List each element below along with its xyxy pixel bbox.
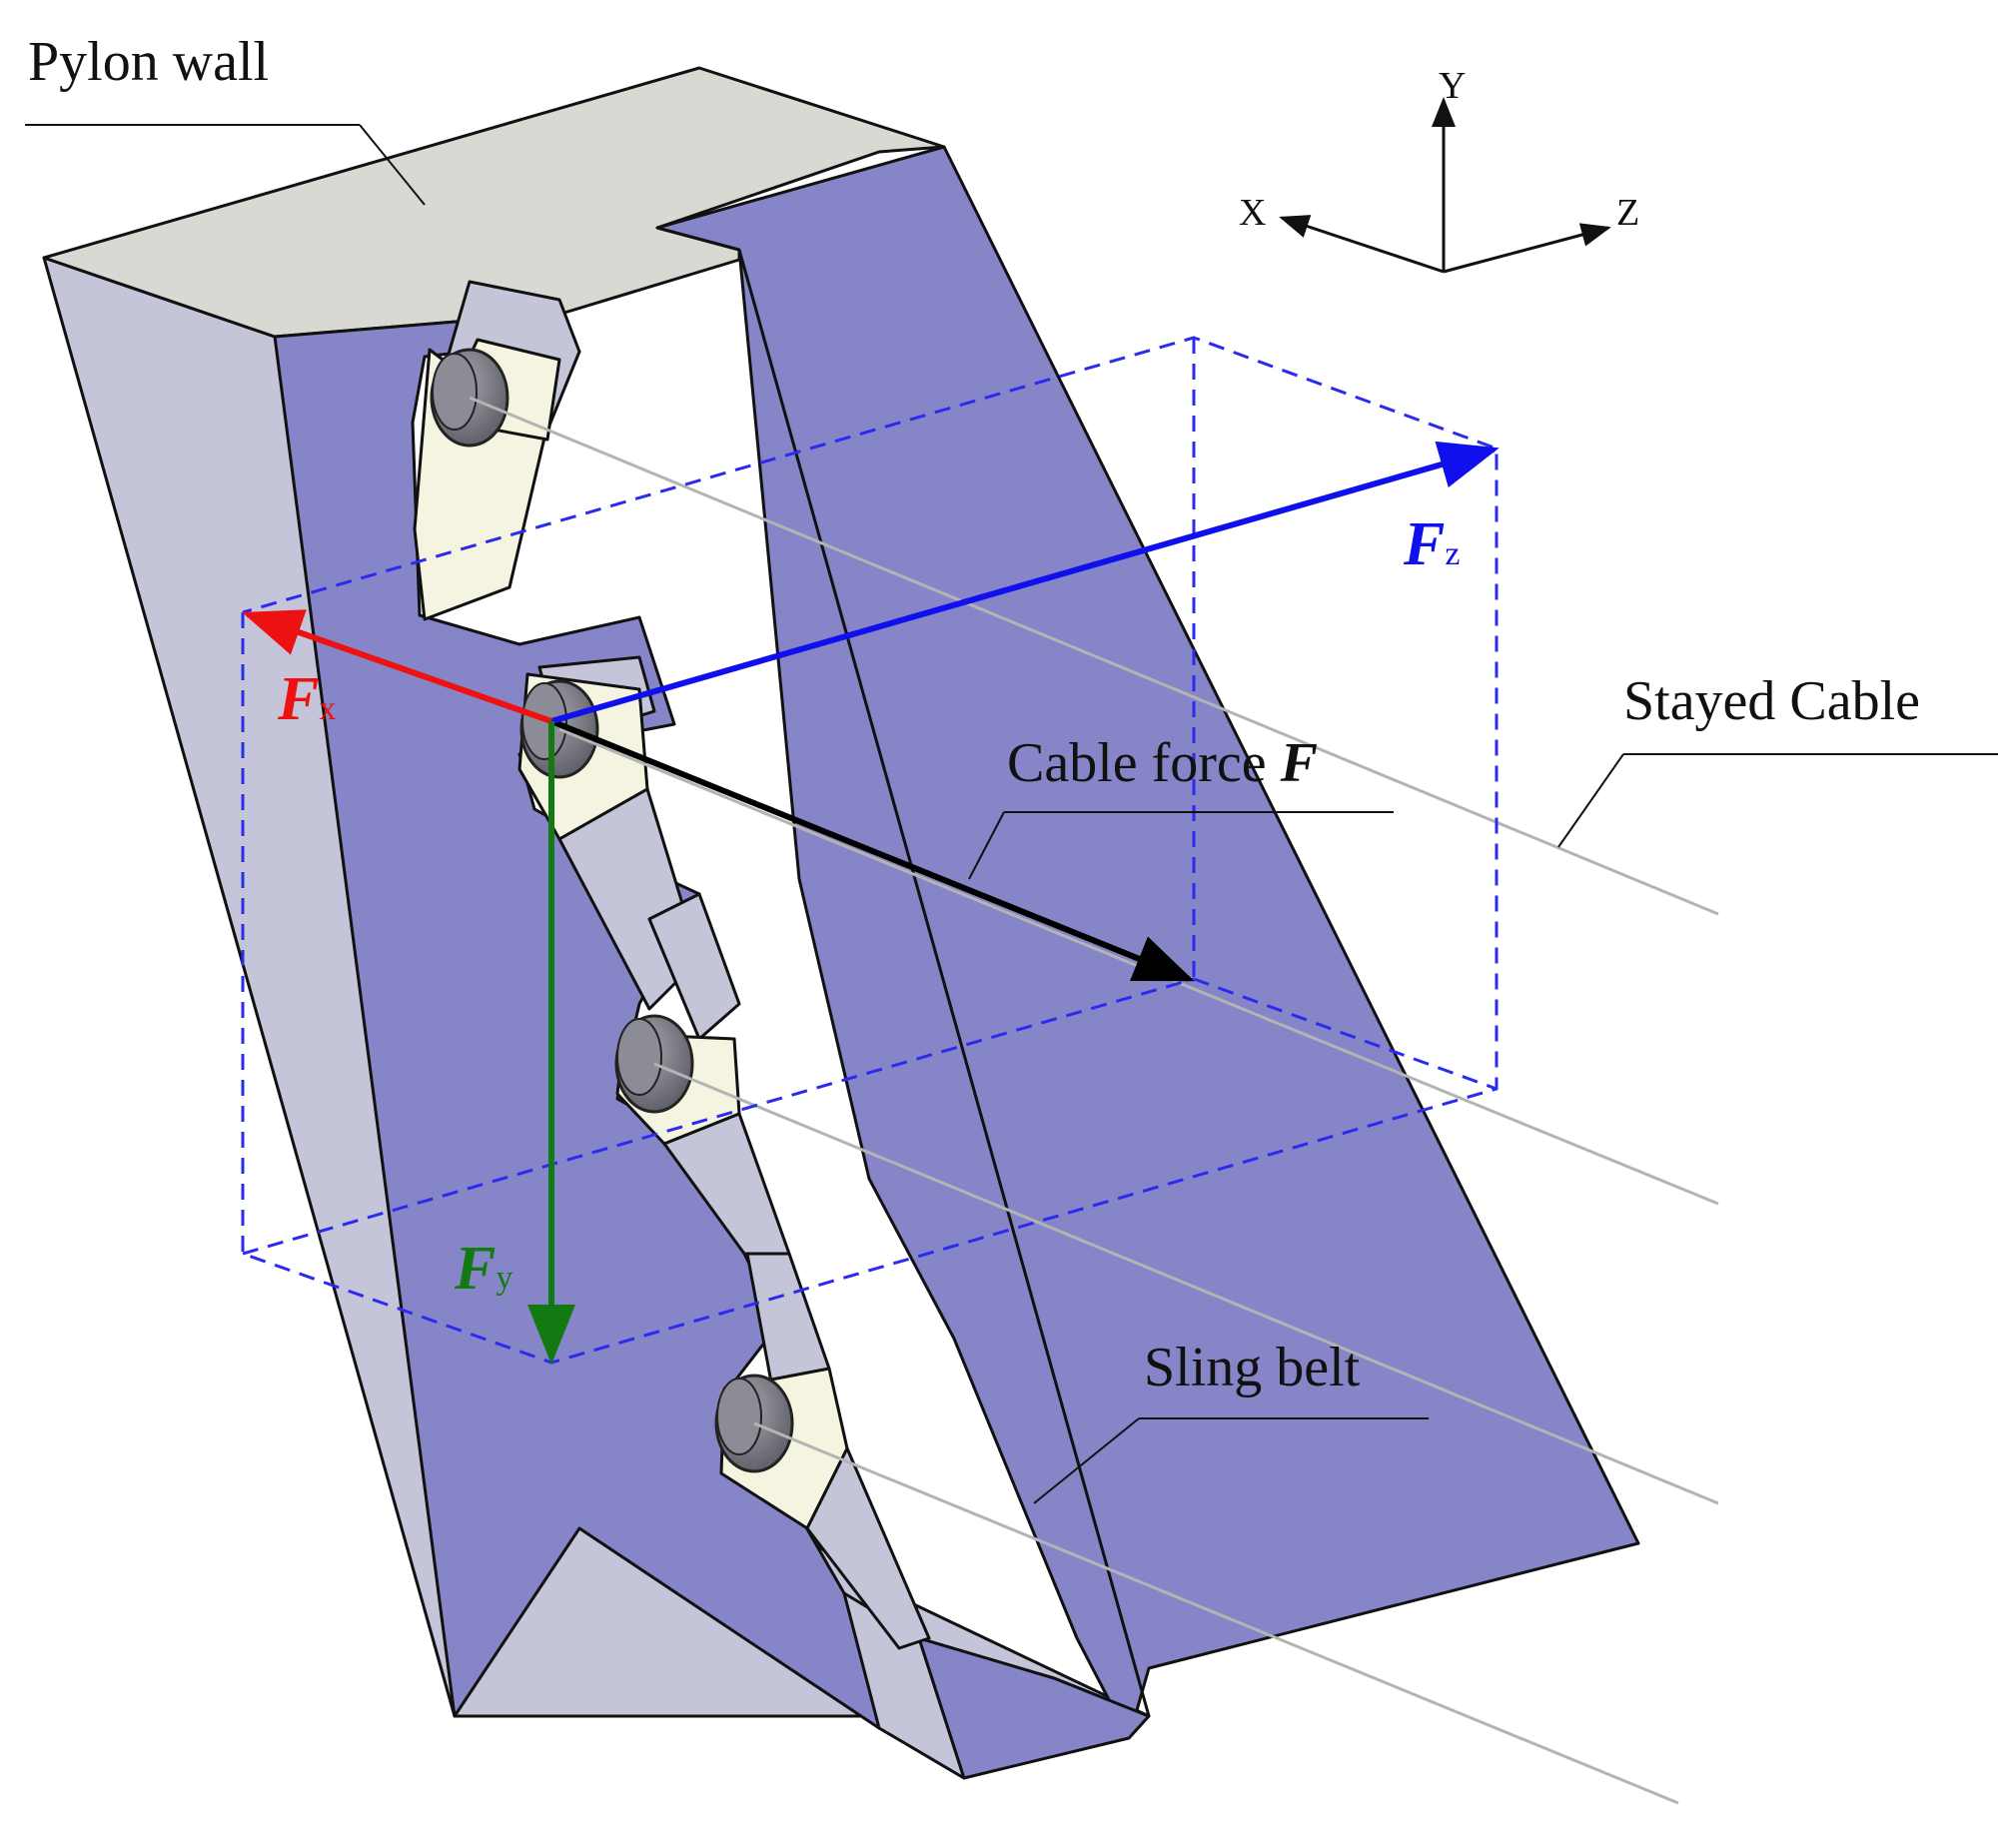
fy-label: Fy [454, 1235, 512, 1303]
z-axis [1443, 223, 1611, 274]
sling-belt-callout: Sling belt [1033, 1337, 1429, 1504]
cable-line-3 [653, 1062, 1719, 1505]
fz-label: Fz [1403, 510, 1460, 578]
fx-label-sub: x [319, 690, 336, 727]
y-axis-label: Y [1439, 65, 1466, 107]
x-axis-label: X [1239, 192, 1266, 234]
fx-arrow [242, 609, 552, 724]
stayed-cables [469, 396, 1719, 1805]
fz-label-main: F [1403, 510, 1445, 578]
cable-force-arrow [549, 718, 1195, 982]
fx-label: Fx [277, 665, 336, 733]
fy-label-main: F [454, 1235, 496, 1303]
z-axis-label: Z [1616, 192, 1639, 234]
coordinate-axes: Y X Z [1239, 65, 1639, 274]
fz-label-sub: z [1445, 535, 1460, 572]
cable-force-text: Cable force [1007, 732, 1267, 794]
stayed-cable-label: Stayed Cable [1623, 670, 1920, 732]
force-vectors [242, 441, 1500, 1365]
fx-label-main: F [277, 665, 319, 733]
sling-belt-label: Sling belt [1144, 1337, 1361, 1398]
x-axis [1279, 215, 1445, 274]
stayed-cable-callout: Stayed Cable [1557, 670, 1998, 848]
cable-force-symbol: F [1280, 732, 1318, 794]
fy-label-sub: y [496, 1260, 512, 1297]
cable-line-1 [469, 396, 1719, 916]
cable-line-4 [753, 1421, 1679, 1805]
pylon-wall-callout: Pylon wall [25, 31, 426, 206]
bolt-1 [430, 348, 509, 448]
fz-arrow [550, 441, 1500, 724]
pylon-wall-label: Pylon wall [28, 31, 269, 93]
